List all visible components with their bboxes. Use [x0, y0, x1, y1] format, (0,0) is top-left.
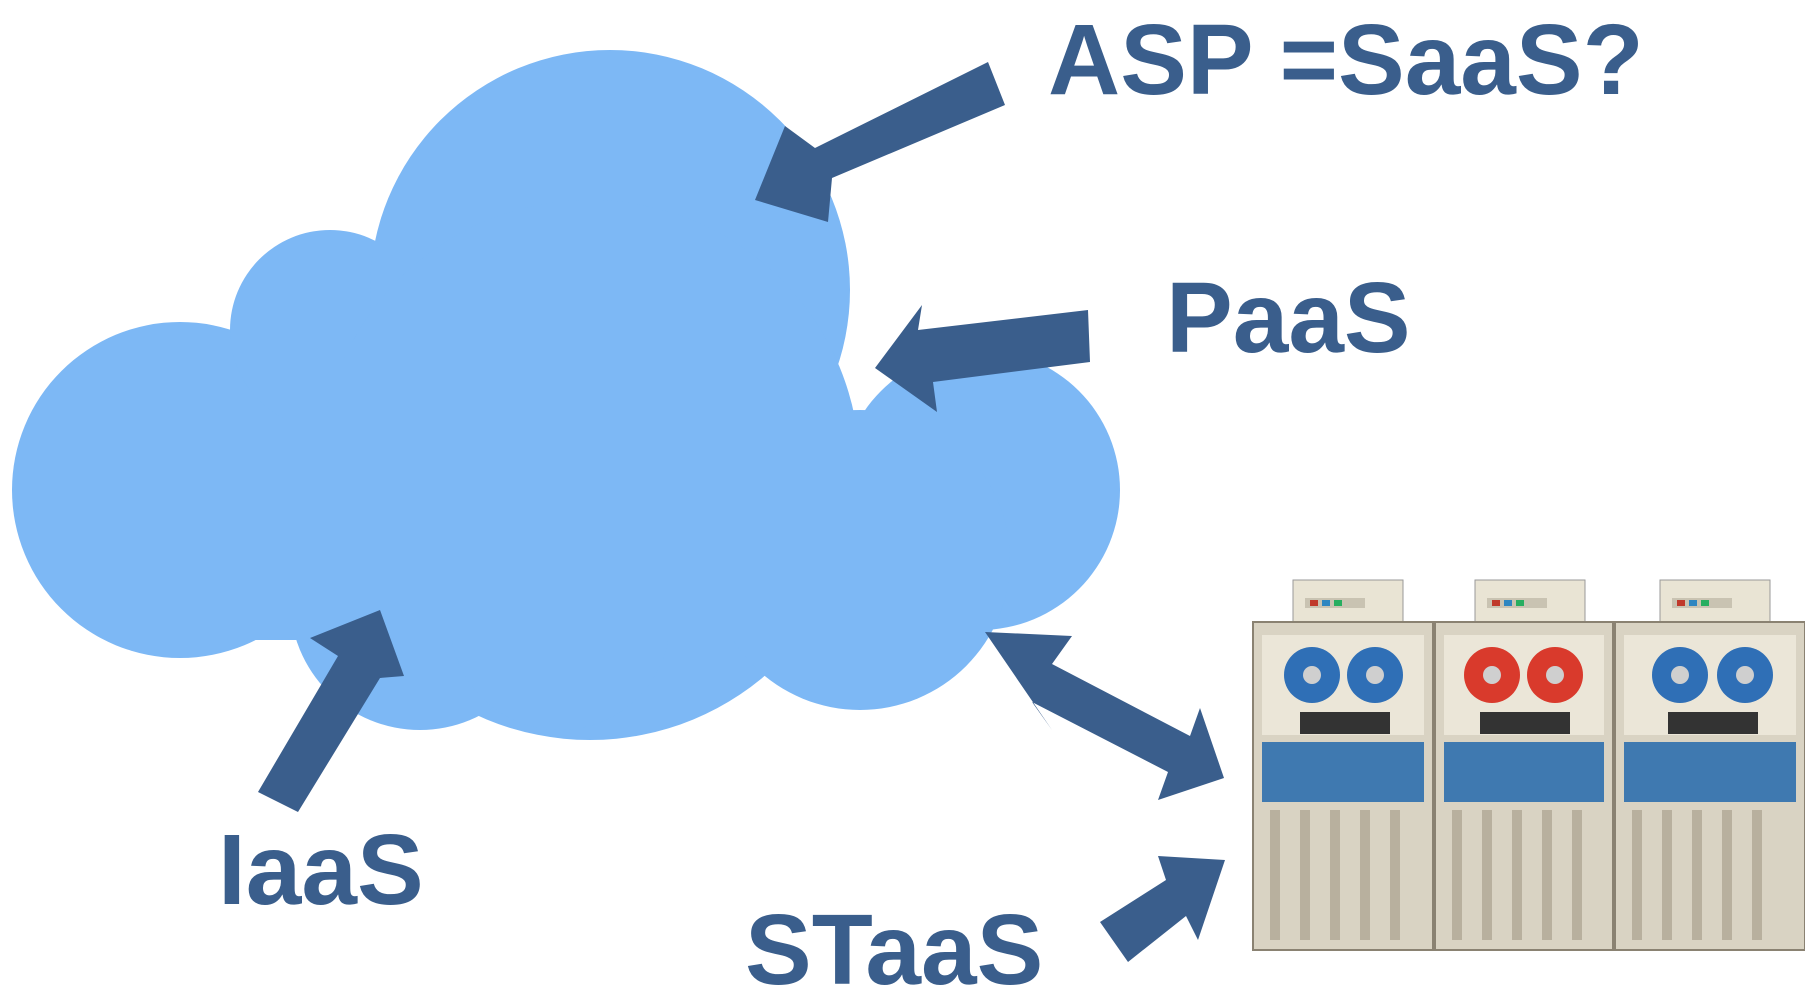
label-staas: STaaS — [745, 894, 1044, 1006]
label-asp-saas: ASP =SaaS? — [1048, 4, 1644, 116]
label-iaas: IaaS — [218, 814, 424, 926]
tape-cabinet-1 — [1252, 579, 1434, 951]
arrow-paas — [875, 305, 1090, 412]
arrow-storage-bidirectional — [985, 632, 1224, 800]
arrow-staas — [1100, 856, 1225, 962]
cloud-shape — [12, 50, 1120, 740]
arrow-asp — [755, 62, 1005, 222]
tape-drives-image — [1252, 578, 1805, 951]
tape-cabinet-3 — [1614, 579, 1805, 951]
tape-cabinet-2 — [1434, 579, 1614, 951]
arrows — [258, 62, 1225, 962]
arrow-iaas — [258, 610, 404, 812]
label-paas: PaaS — [1166, 262, 1411, 374]
